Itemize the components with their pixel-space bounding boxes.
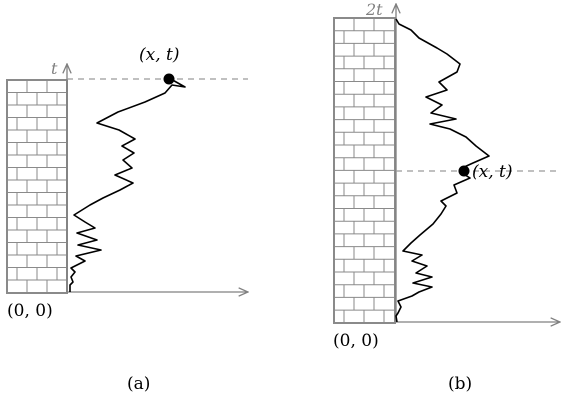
caption-b: (b)	[448, 374, 472, 394]
origin-label-a: (0, 0)	[7, 301, 53, 321]
panel-b: 2t (x, t) (0, 0) (b)	[333, 0, 560, 394]
t-axis-label-a: t	[51, 59, 58, 78]
point-xt-b	[458, 165, 470, 177]
origin-label-b: (0, 0)	[333, 331, 379, 351]
point-label-a: (x, t)	[139, 45, 180, 65]
point-label-b: (x, t)	[472, 162, 513, 182]
panel-a: t (x, t) (0, 0) (a)	[6, 45, 248, 394]
caption-a: (a)	[127, 374, 150, 394]
point-xt-a	[163, 73, 175, 85]
brick-wall-b	[333, 17, 396, 324]
brick-wall-a	[6, 79, 68, 294]
random-walk-path-a	[69, 77, 186, 292]
t-axis-label-b: 2t	[365, 0, 383, 19]
random-walk-path-b	[395, 18, 490, 323]
